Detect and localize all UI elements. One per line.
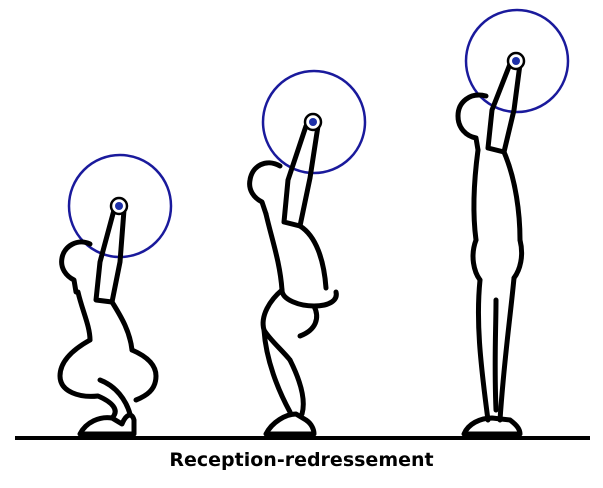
barbell-plate bbox=[261, 69, 367, 175]
figure-caption: Reception-redressement bbox=[169, 449, 434, 471]
bar-center-dot bbox=[512, 57, 520, 65]
barbell-plate bbox=[464, 8, 570, 114]
figure-squat-reception bbox=[57, 153, 173, 437]
bar-center-dot bbox=[115, 202, 123, 210]
figure-half-squat bbox=[247, 69, 367, 437]
figure-standing bbox=[455, 8, 570, 437]
bar-center-dot bbox=[309, 118, 317, 126]
